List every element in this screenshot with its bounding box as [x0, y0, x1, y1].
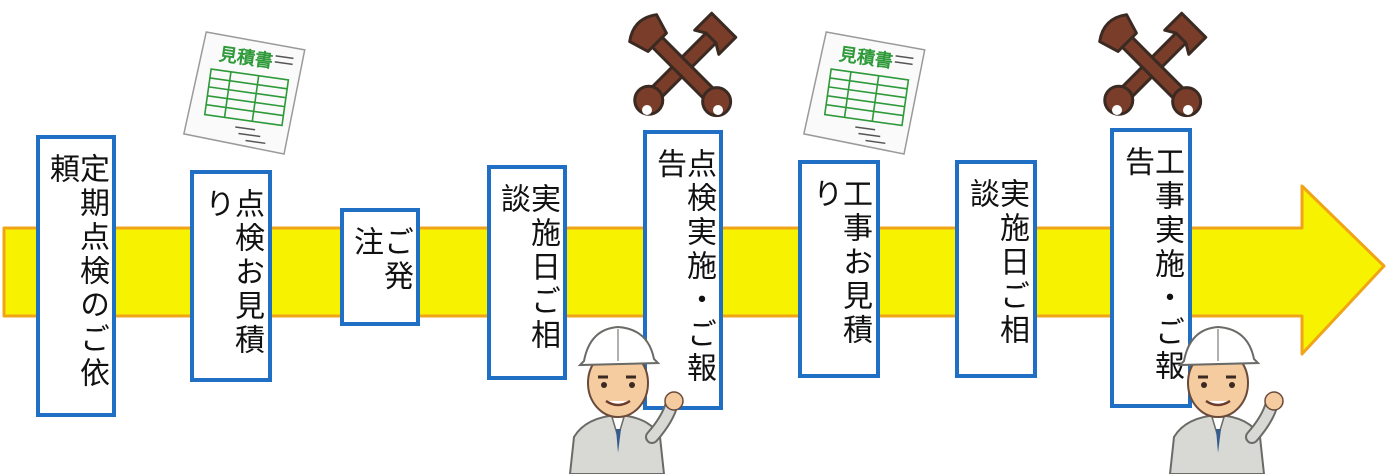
worker-hardhat-icon: [1168, 325, 1284, 474]
crossed-wrenches-icon: [628, 11, 738, 118]
step-box: 工事お見積り: [798, 160, 880, 378]
step-label: 点検実施・ご報告: [651, 148, 716, 386]
worker-hardhat-icon: [568, 325, 684, 474]
step-box: 工事実施・ご報告: [1110, 128, 1192, 408]
step-box: 実施日ご相談: [487, 165, 567, 380]
step-label: 実施日ご相談: [964, 178, 1029, 348]
step-label: 工事お見積り: [807, 178, 872, 348]
step-box: ご発注: [340, 208, 420, 326]
step-box: 実施日ご相談: [955, 160, 1037, 378]
step-box: 点検お見積り: [190, 170, 272, 382]
estimate-document-icon: 見積書: [802, 31, 926, 155]
step-label: 工事実施・ご報告: [1119, 146, 1184, 384]
estimate-document-icon: 見積書: [182, 31, 306, 155]
step-label: 定期点検のご依頼: [44, 153, 109, 391]
crossed-wrenches-icon: [1098, 11, 1208, 118]
step-label: 実施日ご相談: [495, 183, 560, 353]
step-label: 点検お見積り: [199, 188, 264, 358]
step-label: ご発注: [348, 226, 413, 294]
step-box: 定期点検のご依頼: [36, 135, 116, 417]
